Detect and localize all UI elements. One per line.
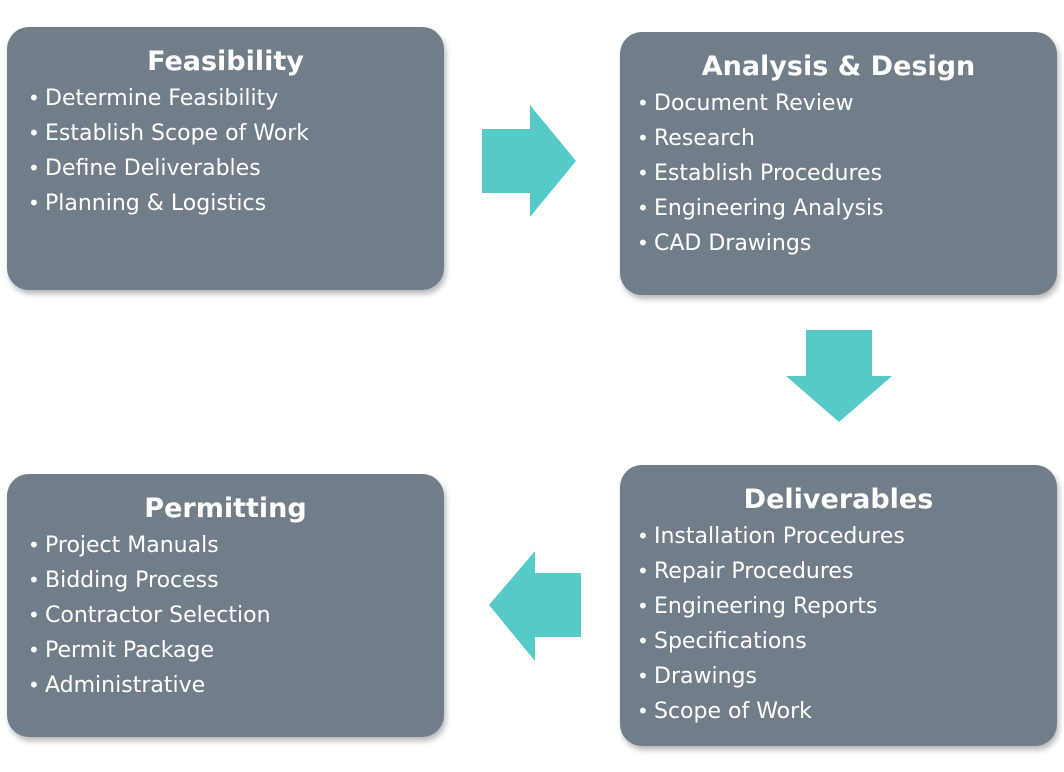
arrow-left-shape — [489, 551, 581, 661]
arrow-right-icon — [482, 105, 576, 217]
list-item: Establish Scope of Work — [28, 116, 444, 151]
list-item: Research — [637, 121, 1057, 156]
list-item: Bidding Process — [28, 563, 444, 598]
arrow-left-icon — [489, 551, 581, 661]
list-item: Engineering Analysis — [637, 191, 1057, 226]
list-item: Installation Procedures — [637, 519, 1057, 554]
list-item: Engineering Reports — [637, 589, 1057, 624]
feasibility-list: Determine Feasibility Establish Scope of… — [28, 81, 444, 221]
list-item: Planning & Logistics — [28, 186, 444, 221]
arrow-down-shape — [786, 330, 892, 422]
permitting-box: Permitting Project Manuals Bidding Proce… — [7, 474, 444, 737]
list-item: Contractor Selection — [28, 598, 444, 633]
permitting-title: Permitting — [144, 493, 307, 524]
list-item: Repair Procedures — [637, 554, 1057, 589]
list-item: Determine Feasibility — [28, 81, 444, 116]
deliverables-title: Deliverables — [743, 484, 934, 515]
analysis-design-list: Document Review Research Establish Proce… — [637, 86, 1057, 261]
permitting-list: Project Manuals Bidding Process Contract… — [28, 528, 444, 703]
analysis-design-title: Analysis & Design — [701, 51, 976, 82]
analysis-design-box: Analysis & Design Document Review Resear… — [620, 32, 1057, 295]
feasibility-title: Feasibility — [147, 46, 304, 77]
list-item: Specifications — [637, 624, 1057, 659]
list-item: CAD Drawings — [637, 226, 1057, 261]
arrow-right-shape — [482, 105, 576, 217]
deliverables-list: Installation Procedures Repair Procedure… — [637, 519, 1057, 729]
feasibility-box: Feasibility Determine Feasibility Establ… — [7, 27, 444, 290]
list-item: Scope of Work — [637, 694, 1057, 729]
list-item: Define Deliverables — [28, 151, 444, 186]
list-item: Project Manuals — [28, 528, 444, 563]
list-item: Establish Procedures — [637, 156, 1057, 191]
arrow-down-icon — [786, 330, 892, 422]
list-item: Document Review — [637, 86, 1057, 121]
list-item: Administrative — [28, 668, 444, 703]
list-item: Drawings — [637, 659, 1057, 694]
deliverables-box: Deliverables Installation Procedures Rep… — [620, 465, 1057, 746]
list-item: Permit Package — [28, 633, 444, 668]
